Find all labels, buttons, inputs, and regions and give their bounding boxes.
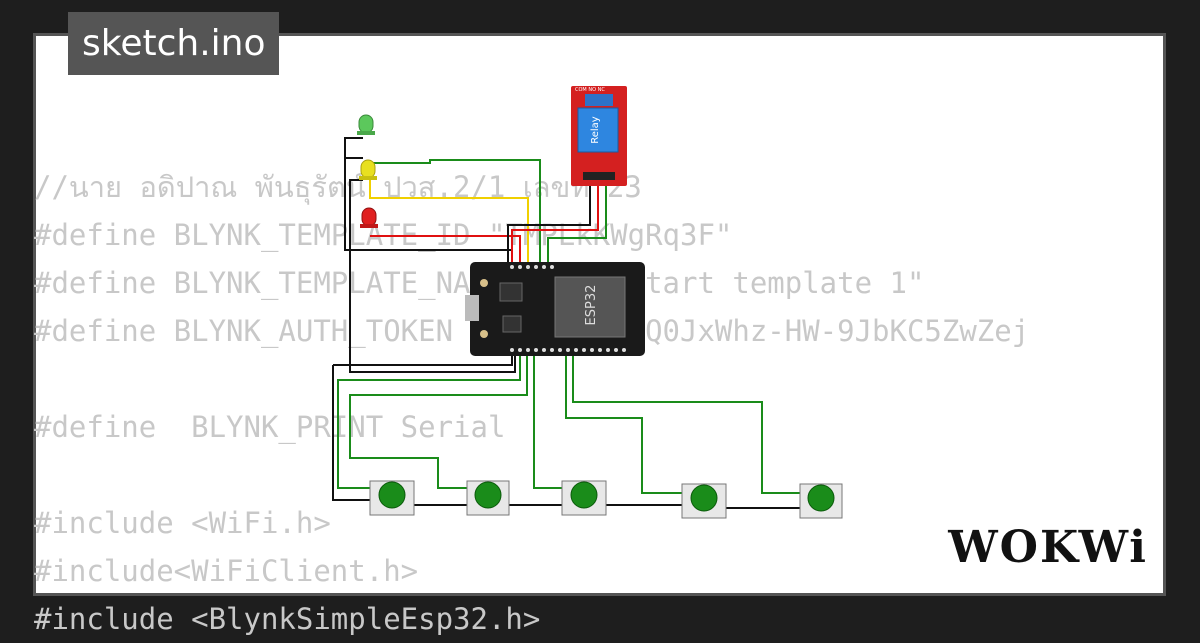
relay-module[interactable]: Relay COM NO NC [571, 86, 627, 186]
filename-tab: sketch.ino [68, 12, 280, 75]
wire-relay-green [547, 186, 607, 262]
relay-pins-label: COM NO NC [575, 87, 605, 93]
wire-red-led [370, 235, 521, 262]
led-red[interactable] [360, 207, 378, 228]
wire-btn-3-green [533, 355, 565, 489]
wire-btn-1-green [337, 355, 521, 489]
wokwi-logo: WOKWi [948, 522, 1148, 573]
push-button-2[interactable] [466, 480, 510, 516]
relay-label: Relay [590, 116, 601, 144]
wire-button-1b [332, 365, 373, 501]
push-button-5[interactable] [799, 483, 843, 519]
circuit-diagram: Relay COM NO NC ESP32 [332, 86, 843, 519]
wire-btn-4-green [565, 355, 685, 494]
led-green[interactable] [357, 114, 375, 135]
wire-button-1 [333, 355, 513, 366]
push-button-4[interactable] [681, 483, 727, 519]
wire-relay-black [507, 186, 591, 262]
esp32-chip-label: ESP32 [584, 285, 599, 326]
wire-gnd-bus2 [349, 179, 516, 373]
wire-green-led [367, 159, 541, 262]
push-button-1[interactable] [369, 480, 415, 516]
esp32-board[interactable]: ESP32 [465, 262, 645, 356]
push-button-3[interactable] [561, 480, 607, 516]
led-yellow[interactable] [359, 159, 377, 180]
wire-btn-5-green [572, 355, 802, 494]
wire-btn-2-green [349, 355, 528, 489]
wire-relay-red [511, 186, 599, 262]
wire-led-gnd [344, 137, 363, 159]
